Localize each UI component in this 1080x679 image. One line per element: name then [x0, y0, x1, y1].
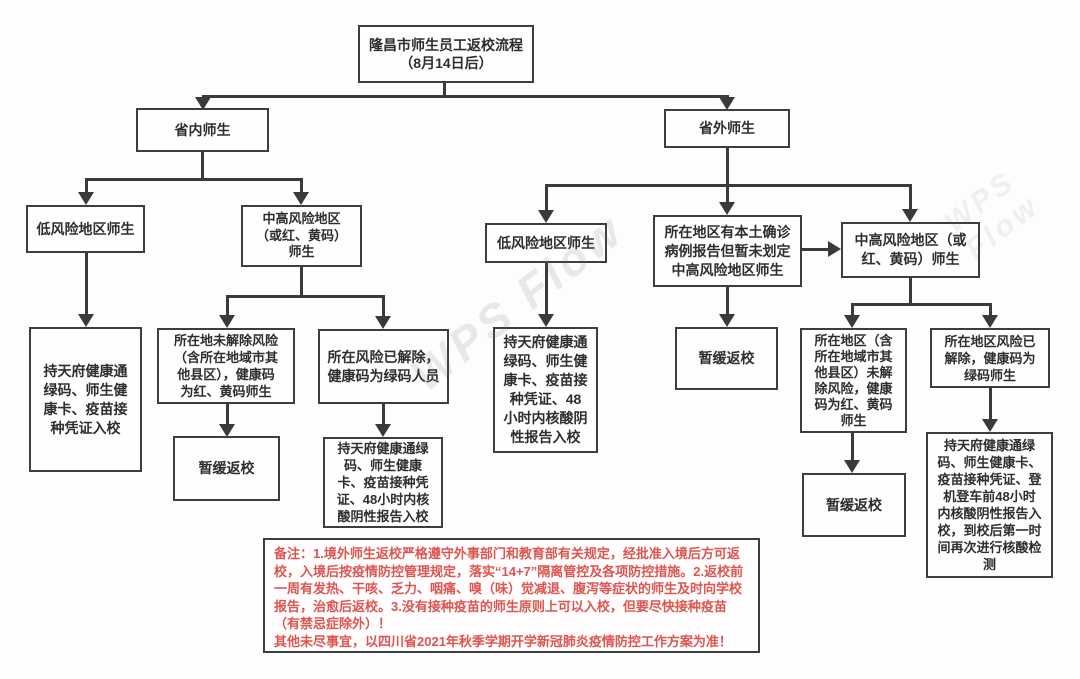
connector-line: [202, 95, 729, 98]
flow-node-in-pause-return: 暂缓返校: [173, 436, 280, 501]
connector-line: [382, 404, 385, 425]
connector-line: [989, 305, 992, 316]
connector-line: [382, 297, 385, 316]
flow-node-out-lifted-result: 持天府健康通绿 码、师生健康卡、 疫苗接种凭证、登 机登车前48小时 内核酸阴性…: [926, 432, 1053, 578]
arrow-down-icon: [538, 210, 554, 223]
arrow-down-icon: [219, 424, 235, 437]
arrow-down-icon: [78, 314, 94, 327]
arrow-down-icon: [78, 192, 94, 205]
flow-node-province-out: 省外师生: [664, 109, 790, 148]
flow-node-in-lifted: 所在风险已解除， 健康码为绿码人员: [318, 329, 449, 404]
arrow-down-icon: [844, 315, 860, 328]
connector-line: [545, 186, 548, 211]
connector-line: [909, 186, 912, 210]
flow-node-in-low-result: 持天府健康通 绿码、师生健 康卡、疫苗接 种凭证入校: [29, 327, 142, 472]
connector-line: [545, 263, 548, 315]
flow-node-out-pause-return: 暂缓返校: [675, 327, 778, 390]
flow-node-out-not-lifted: 所在地区（含 所在地域市其 他县区）未解 除风险，健康 码为红、黄码 师生: [800, 328, 907, 433]
remark-note-box: 备注：1.境外师生返校严格遵守外事部门和教育部有关规定，经批准入境后方可返校，入…: [263, 538, 760, 653]
arrow-down-icon: [719, 202, 735, 215]
arrow-down-icon: [844, 460, 860, 473]
arrow-down-icon: [219, 315, 235, 328]
connector-line: [85, 253, 88, 315]
flow-node-title: 隆昌市师生员工返校流程 （8月14日后）: [358, 25, 534, 83]
connector-line: [201, 152, 204, 180]
flow-node-out-mid-high-risk: 中高风险地区（或 红、黄码）师生: [841, 222, 980, 278]
connector-line: [226, 297, 229, 315]
arrow-down-icon: [719, 314, 735, 327]
connector-line: [545, 184, 912, 187]
arrow-down-icon: [538, 314, 554, 327]
arrow-down-icon: [719, 97, 735, 110]
connector-line: [726, 148, 729, 186]
flow-node-out-not-lifted-pause: 暂缓返校: [802, 473, 906, 537]
arrow-down-icon: [375, 424, 391, 437]
flow-node-province-in: 省内师生: [136, 108, 269, 152]
connector-line: [909, 278, 912, 305]
connector-line: [85, 180, 88, 193]
flow-node-out-lifted: 所在地区风险已 解除，健康码为 绿码师生: [930, 328, 1050, 388]
arrow-down-icon: [293, 192, 309, 205]
flow-node-in-not-lifted: 所在地未解除风险 （含所在地域市其 他县区），健康码 为红、黄码师生: [157, 328, 295, 404]
arrow-right-icon: [828, 241, 841, 257]
connector-line: [300, 267, 303, 297]
connector-line: [726, 186, 729, 203]
connector-line: [226, 404, 229, 426]
flow-node-out-low-result: 持天府健康通 绿码、师生健 康卡、疫苗接 种凭证、48 小时内核酸阴 性报告入校: [493, 327, 598, 453]
arrow-down-icon: [195, 97, 211, 110]
connector-line: [85, 178, 303, 181]
arrow-down-icon: [982, 419, 998, 432]
connector-line: [802, 248, 829, 251]
connector-line: [851, 303, 992, 306]
connector-line: [226, 295, 385, 298]
connector-line: [851, 433, 854, 461]
arrow-down-icon: [902, 209, 918, 222]
flow-node-out-low-risk: 低风险地区师生: [485, 223, 607, 263]
flow-node-in-low-risk: 低风险地区师生: [26, 205, 145, 253]
connector-line: [851, 305, 854, 316]
arrow-down-icon: [375, 316, 391, 329]
connector-line: [726, 287, 729, 315]
flow-node-in-lifted-result: 持天府健康通绿 码、师生健康 卡、疫苗接种凭 证、48小时内核 酸阴性报告入校: [323, 437, 443, 528]
connector-line: [443, 83, 446, 98]
connector-line: [300, 180, 303, 193]
connector-line: [989, 388, 992, 420]
flow-node-out-confirmed-cases: 所在地区有本土确诊 病例报告但暂未划定 中高风险地区师生: [653, 215, 802, 287]
flow-node-in-mid-high-risk: 中高风险地区 （或红、黄码） 师生: [241, 205, 362, 267]
arrow-down-icon: [982, 315, 998, 328]
